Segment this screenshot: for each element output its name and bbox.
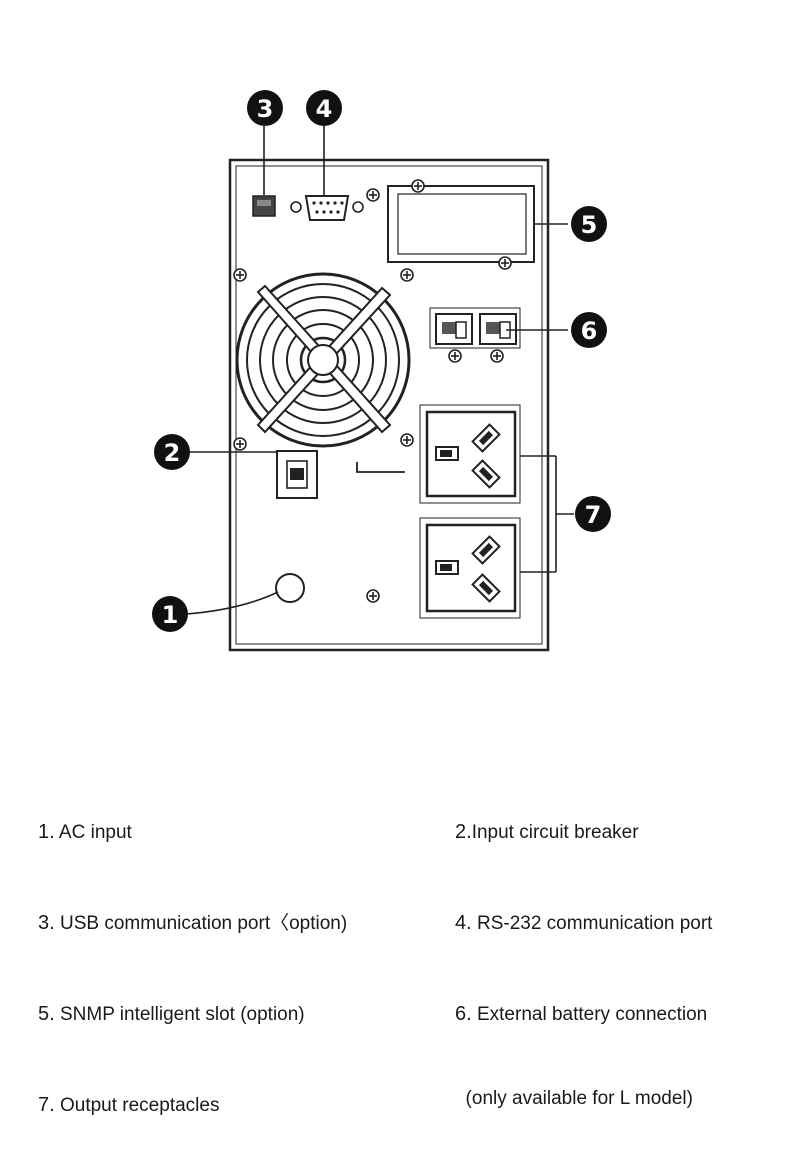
callout-7: 7 — [575, 496, 611, 532]
callout-3: 3 — [247, 90, 283, 126]
legend-item-5: 5. SNMP intelligent slot (option) — [38, 999, 347, 1030]
usb-port-icon — [252, 195, 276, 217]
legend-item-text: USB communication port〈option) — [59, 913, 348, 934]
legend-item-text: SNMP intelligent slot (option) — [59, 1004, 305, 1025]
legend-item-text: RS-232 communication port — [476, 913, 713, 934]
legend-item-1: 1. AC input — [38, 817, 347, 848]
legend-item-number: 6. — [455, 1003, 472, 1025]
output-receptacle-top-icon — [419, 404, 521, 504]
callout-2: 2 — [154, 434, 190, 470]
legend-item-text: (only available for L model) — [455, 1088, 693, 1109]
ups-rear-panel-diagram: 3 4 5 6 2 7 1 — [152, 90, 611, 652]
legend-item-number: 1. — [38, 821, 55, 843]
snmp-slot-icon — [387, 179, 535, 270]
ac-input-icon — [275, 573, 305, 603]
legend-item-text: Output receptacles — [59, 1095, 220, 1116]
cooling-fan-icon — [233, 268, 414, 451]
legend-item-7: 7. Output receptacles — [38, 1090, 347, 1121]
legend-item-text: Input circuit breaker — [471, 822, 639, 843]
circuit-breaker-icon — [276, 450, 318, 499]
rs232-port-icon — [290, 195, 364, 221]
legend-item-number: 3. — [38, 912, 55, 934]
legend-item-4: 4. RS-232 communication port — [455, 908, 712, 939]
legend-item-text: External battery connection — [476, 1004, 708, 1025]
callout-5-label: 5 — [581, 211, 598, 239]
legend-item-number: 2. — [455, 821, 472, 843]
callout-4: 4 — [306, 90, 342, 126]
callout-1: 1 — [152, 596, 188, 632]
leader-lines — [185, 126, 574, 615]
legend-right-column: 2.Input circuit breaker 4. RS-232 commun… — [455, 757, 712, 1140]
screw-icon — [366, 589, 380, 603]
legend-item-number: 4. — [455, 912, 472, 934]
legend-item-6: 6. External battery connection — [455, 999, 712, 1028]
legend-left-column: 1. AC input 3. USB communication port〈op… — [38, 757, 347, 1151]
legend-item-3: 3. USB communication port〈option) — [38, 908, 347, 939]
legend-item-text: AC input — [58, 822, 132, 843]
output-receptacle-bottom-icon — [419, 517, 521, 619]
legend-item-2: 2.Input circuit breaker — [455, 817, 712, 848]
legend-item-number: 5. — [38, 1003, 55, 1025]
legend-item-number: 7. — [38, 1094, 55, 1116]
callout-6: 6 — [571, 312, 607, 348]
callout-1-label: 1 — [162, 601, 179, 629]
callout-3-label: 3 — [257, 95, 274, 123]
label-bracket — [356, 462, 405, 473]
callout-4-label: 4 — [316, 95, 333, 123]
callout-2-label: 2 — [164, 439, 181, 467]
legend-item-6-note: (only available for L model) — [455, 1088, 712, 1110]
battery-connector-icon — [429, 307, 521, 363]
callout-7-label: 7 — [585, 501, 602, 529]
screw-icon — [366, 188, 380, 202]
callout-6-label: 6 — [581, 317, 598, 345]
callout-5: 5 — [571, 206, 607, 242]
